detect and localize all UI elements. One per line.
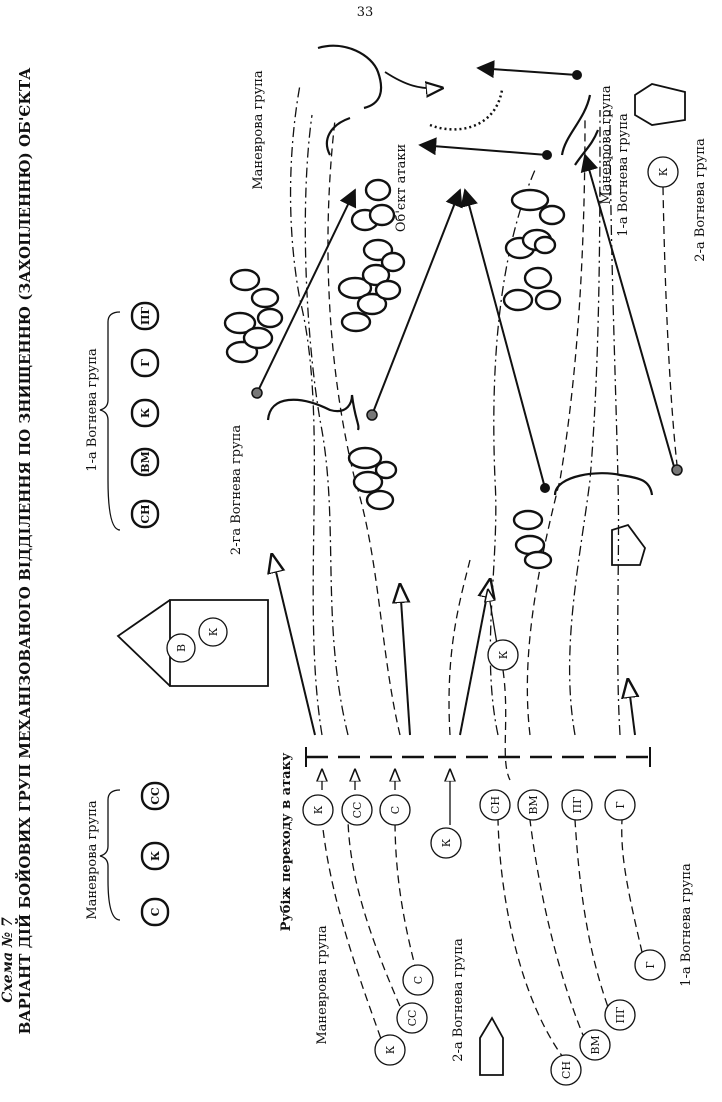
page-title: ВАРІАНТ ДІЙ БОЙОВИХ ГРУП МЕХАНІЗОВАНОГО … [15, 67, 34, 1035]
troop-clusters [223, 178, 566, 570]
legend-fire1-chips: СН ВМ К Г ПГ [130, 301, 160, 529]
attack-line-ends [305, 747, 651, 767]
unit-markers: К СС С К СН ВМ ПГ Г К СС С СН ВМ ПГ Г К … [302, 156, 679, 1086]
attack-line-label: Рубіж переходу в атаку [279, 752, 294, 931]
svg-text:К: К [384, 1045, 397, 1054]
legend-chip [140, 841, 170, 871]
label-fire1-right: 1-а Вогнева група [616, 113, 631, 237]
legend-chip-text: К [139, 408, 152, 418]
label-fire2-right: 2-а Вогнева група [693, 138, 708, 262]
legend-chip-text: К [207, 627, 220, 636]
legend-fire2-vehicle-nose [116, 599, 171, 687]
svg-text:ВМ: ВМ [589, 1035, 602, 1054]
legend-chip-text: В [175, 644, 188, 652]
legend-chip-text: ВМ [139, 451, 152, 472]
legend-chip-text: ПГ [139, 307, 152, 325]
enemy-vehicle [611, 523, 646, 566]
svg-text:СН: СН [489, 796, 502, 814]
legend-chip [140, 897, 170, 927]
legend-maneuver-brace [99, 789, 121, 921]
label-maneuver-top: Маневрова група [251, 70, 266, 190]
label-fire2-bottom: 2-а Вогнева група [451, 938, 466, 1062]
svg-text:Г: Г [614, 801, 627, 808]
svg-text:СС: СС [406, 1010, 419, 1027]
legend-fire2-vehicle [169, 599, 269, 687]
svg-text:К: К [440, 838, 453, 847]
svg-text:Г: Г [644, 961, 657, 968]
svg-text:ПГ: ПГ [614, 1007, 627, 1024]
svg-text:С: С [412, 976, 425, 984]
legend-fire1-label: 1-а Вогнева група [85, 348, 100, 472]
movement-routes [289, 84, 646, 1061]
svg-text:С: С [389, 806, 402, 814]
enemy-vehicle [634, 83, 686, 126]
svg-text:ВМ: ВМ [527, 795, 540, 814]
page-number: 33 [357, 5, 374, 20]
label-object: Об'єкт атаки [394, 144, 409, 232]
svg-text:СН: СН [560, 1061, 573, 1079]
start-vehicle [479, 1016, 504, 1076]
scheme-label: Схема № 7 [0, 917, 16, 1003]
svg-text:СС: СС [351, 802, 364, 819]
svg-text:К: К [497, 650, 510, 659]
svg-text:К: К [657, 167, 670, 176]
legend-maneuver-chips: С К СС [140, 781, 170, 927]
legend-chip [198, 617, 228, 647]
legend-chip-text: Г [139, 359, 152, 367]
legend-fire1-brace [99, 311, 121, 531]
label-fire2-mid: 2-га Вогнева група [229, 425, 244, 556]
svg-text:К: К [312, 805, 325, 814]
legend-maneuver-label: Маневрова група [85, 800, 100, 920]
legend-chip-text: СН [139, 504, 152, 523]
label-maneuver-bottom: Маневрова група [315, 925, 330, 1045]
svg-text:ПГ: ПГ [571, 797, 584, 814]
legend-chip-text: С [149, 907, 162, 916]
legend-chip [140, 781, 170, 811]
label-fire1-bottom: 1-а Вогнева група [679, 863, 694, 987]
legend-chip-text: СС [149, 787, 162, 805]
label-maneuver-right: Маневрова група [599, 85, 614, 205]
legend-chip-text: К [149, 851, 162, 861]
legend-chip [166, 633, 196, 663]
